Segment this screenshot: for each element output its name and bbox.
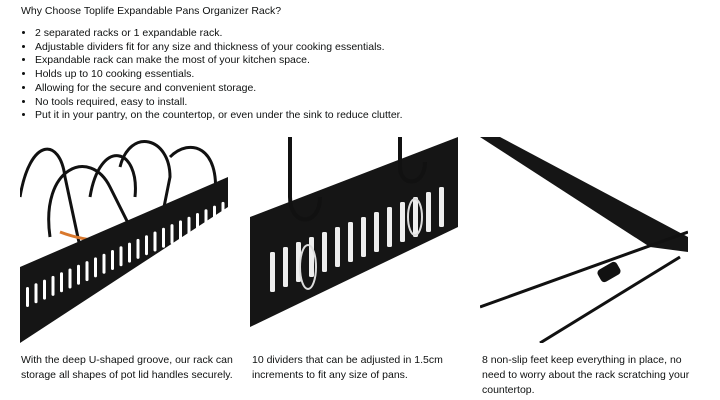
rack-slot (283, 247, 288, 287)
product-image-non-slip-feet (480, 137, 688, 343)
rack-slot (43, 279, 46, 300)
rack-slot (77, 264, 80, 285)
rack-slot (34, 283, 38, 304)
rack-slot (335, 227, 340, 267)
bullet-item: Allowing for the secure and convenient s… (35, 82, 403, 96)
rack-slot (361, 217, 366, 257)
bullet-item: No tools required, easy to install. (35, 96, 403, 110)
rack-slot (26, 287, 29, 307)
rack-slot (439, 187, 444, 227)
rack-slot (136, 238, 140, 259)
rack-slot (213, 205, 216, 226)
rack-slot (94, 257, 97, 278)
rack-slot (85, 261, 89, 282)
rack-slot (387, 207, 392, 247)
rack-slot (51, 275, 55, 296)
section-heading: Why Choose Toplife Expandable Pans Organ… (21, 5, 282, 17)
rack-slot (426, 192, 431, 232)
rack-slot (221, 201, 225, 222)
rack-slot (119, 246, 123, 267)
product-image-u-groove (20, 137, 228, 343)
bullet-item: Expandable rack can make the most of you… (35, 54, 403, 68)
bullet-item: Holds up to 10 cooking essentials. (35, 68, 403, 82)
rack-slot (153, 231, 157, 252)
rack-slot (179, 220, 182, 241)
rack-slot (348, 222, 353, 262)
rack-slot (111, 250, 114, 270)
rack-slot (374, 212, 379, 252)
rack-slot (270, 252, 275, 292)
rack-slot (187, 216, 191, 237)
rack-slot (68, 268, 72, 289)
feature-caption: With the deep U-shaped groove, our rack … (21, 354, 233, 381)
bullet-item: Adjustable dividers fit for any size and… (35, 41, 403, 55)
rack-slot (400, 202, 405, 242)
feature-caption: 8 non-slip feet keep everything in place… (482, 354, 690, 396)
rack-slot (309, 237, 314, 277)
rack-slot (60, 272, 63, 293)
rack-slot (322, 232, 327, 272)
bullet-item: 2 separated racks or 1 expandable rack. (35, 27, 403, 41)
rack-slot (145, 235, 148, 256)
product-image-dividers (250, 137, 458, 343)
rack-slot (196, 213, 199, 233)
feature-bullet-list: 2 separated racks or 1 expandable rack. … (21, 27, 403, 123)
rack-slot (162, 227, 165, 248)
rack-slot (102, 253, 106, 274)
rack-slot (170, 224, 174, 245)
bullet-item: Put it in your pantry, on the countertop… (35, 109, 403, 123)
rack-slot (413, 197, 418, 237)
feature-caption: 10 dividers that can be adjusted in 1.5c… (252, 354, 443, 381)
rack-slot (128, 242, 131, 263)
rack-slot (204, 209, 208, 230)
